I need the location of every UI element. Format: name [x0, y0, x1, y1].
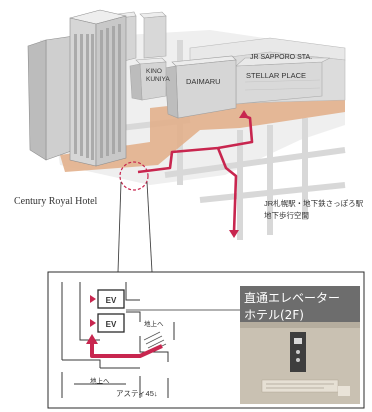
route-arrow-down	[229, 230, 239, 238]
photo-title: 直通エレベーター ホテル(2F)	[244, 291, 341, 322]
elevator-top: EV	[97, 289, 125, 309]
kinokuniya-building	[129, 57, 167, 101]
inset-route	[90, 342, 163, 358]
underground-passage	[60, 96, 345, 172]
kinokuniya-label: KINO KUNIYA	[146, 68, 170, 83]
stellar-place-label: STELLAR PLACE	[246, 71, 306, 80]
to-ground-lower-label: 地上へ	[90, 376, 110, 385]
to-ground-upper-label: 地上へ	[144, 319, 164, 328]
inset-connector	[117, 181, 153, 273]
daimaru-building	[164, 55, 237, 119]
route-arrow-up	[239, 110, 249, 118]
hotel-entrance-highlight	[119, 161, 149, 191]
inset-route-arrow	[86, 334, 98, 344]
svg-text:EV: EV	[106, 296, 117, 305]
elevator-pointers	[90, 295, 96, 327]
elevator-bottom: EV	[97, 313, 125, 333]
stellar-place-building	[235, 57, 331, 105]
jr-station-label: JR SAPPORO STA.	[250, 54, 312, 61]
asty-label: アスティ45↓	[116, 389, 158, 398]
century-royal-hotel-building	[27, 9, 127, 167]
underground-note-label: JR札幌駅・地下鉄さっぽろ駅 地下歩行空間	[264, 198, 365, 220]
hotel-label: Century Royal Hotel	[14, 196, 98, 207]
daimaru-label: DAIMARU	[186, 77, 221, 86]
svg-text:EV: EV	[106, 320, 117, 329]
elevator-photo	[240, 286, 360, 404]
route-path	[137, 114, 254, 233]
